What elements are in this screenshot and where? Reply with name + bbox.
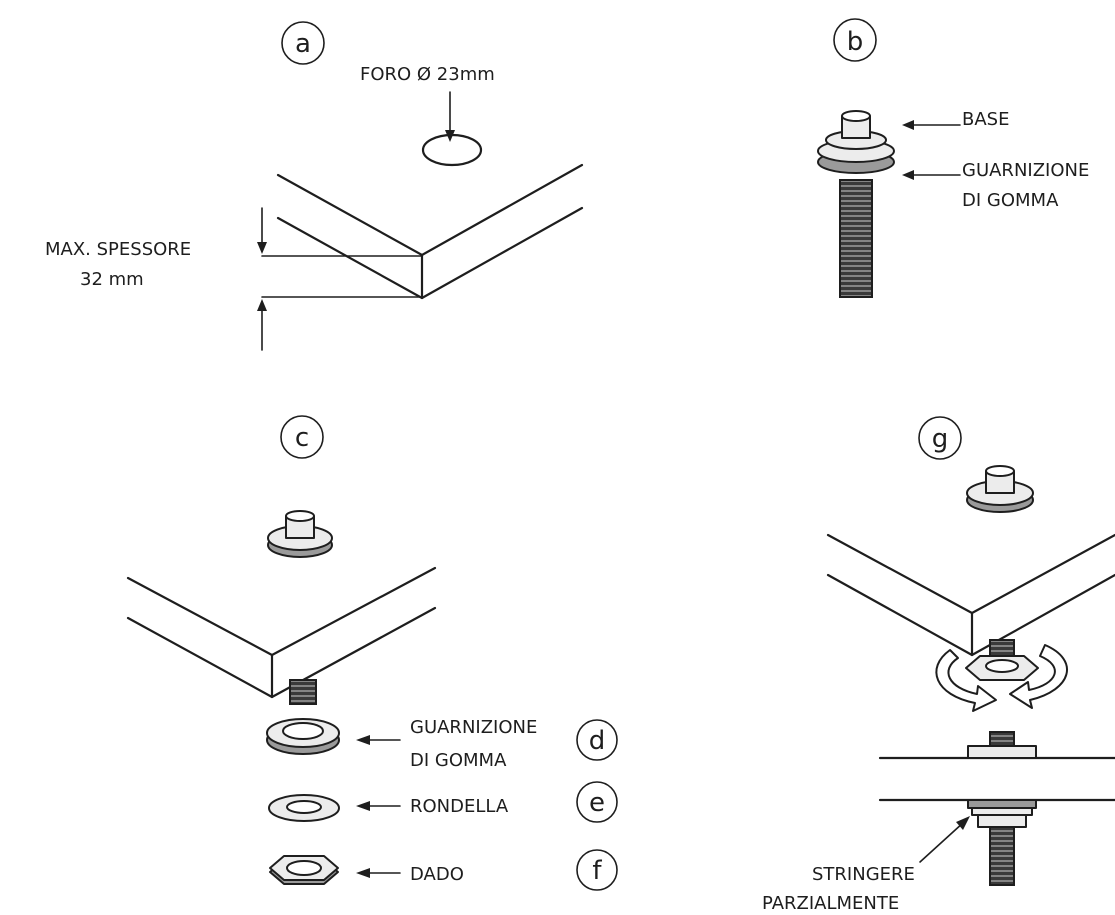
countertop-c <box>126 566 437 699</box>
tighten-label-line1: STRINGERE <box>812 864 915 885</box>
tighten-label-line2: PARZIALMENTE <box>762 893 899 914</box>
step-a-letter: a <box>295 29 311 59</box>
threaded-shank <box>839 179 873 298</box>
step-a-marker <box>281 21 325 65</box>
fitting-on-counter-c <box>267 510 333 558</box>
nut-f <box>269 855 339 885</box>
step-g-panel: g <box>762 416 1115 914</box>
step-c-letter: c <box>295 423 309 453</box>
step-e-letter: e <box>589 788 605 818</box>
shank-below-counter <box>289 679 317 705</box>
max-thickness-value: 32 mm <box>80 269 144 290</box>
gasket-b-label-line1: GUARNIZIONE <box>962 160 1089 181</box>
max-thickness-label: MAX. SPESSORE <box>45 239 191 260</box>
gasket-d-label-line2: DI GOMMA <box>410 750 507 771</box>
cross-section <box>878 731 1115 886</box>
rubber-gasket-d <box>266 718 340 755</box>
gasket-d-label-line1: GUARNIZIONE <box>410 717 537 738</box>
step-b-letter: b <box>847 27 864 57</box>
nut-tightening <box>965 639 1039 681</box>
step-b-marker <box>833 18 877 62</box>
rotation-arrow-left <box>935 649 997 712</box>
step-f-letter: f <box>592 856 602 886</box>
step-g-letter: g <box>932 424 949 454</box>
base-label: BASE <box>962 109 1009 130</box>
washer-e <box>268 794 340 822</box>
step-c-panel: c <box>126 415 437 705</box>
step-c-marker <box>280 415 324 459</box>
tighten-arrow-head <box>956 816 970 830</box>
washer-label: RONDELLA <box>410 796 509 817</box>
hole-outline <box>421 133 483 167</box>
countertop-a <box>276 163 584 300</box>
countertop-g <box>826 533 1115 657</box>
fitting-on-counter-g <box>966 465 1034 513</box>
nut-label: DADO <box>410 864 464 885</box>
step-d-marker <box>576 719 618 761</box>
step-b-panel: b BASE GUARNIZIONE DI GOMMA <box>817 18 1089 298</box>
step-g-marker <box>918 416 962 460</box>
step-f-marker <box>576 849 618 891</box>
thickness-dimension <box>257 207 423 351</box>
rotation-arrow-right <box>1009 644 1068 709</box>
fitting-assembly-b <box>817 110 895 298</box>
tighten-arrow-shaft <box>919 821 965 863</box>
step-e-marker <box>576 781 618 823</box>
step-a-panel: a FORO Ø 23mm MAX. SPESSORE 32 mm <box>45 21 584 351</box>
hole-diameter-label: FORO Ø 23mm <box>360 64 495 85</box>
gasket-b-label-line2: DI GOMMA <box>962 190 1059 211</box>
step-d-letter: d <box>589 726 606 756</box>
